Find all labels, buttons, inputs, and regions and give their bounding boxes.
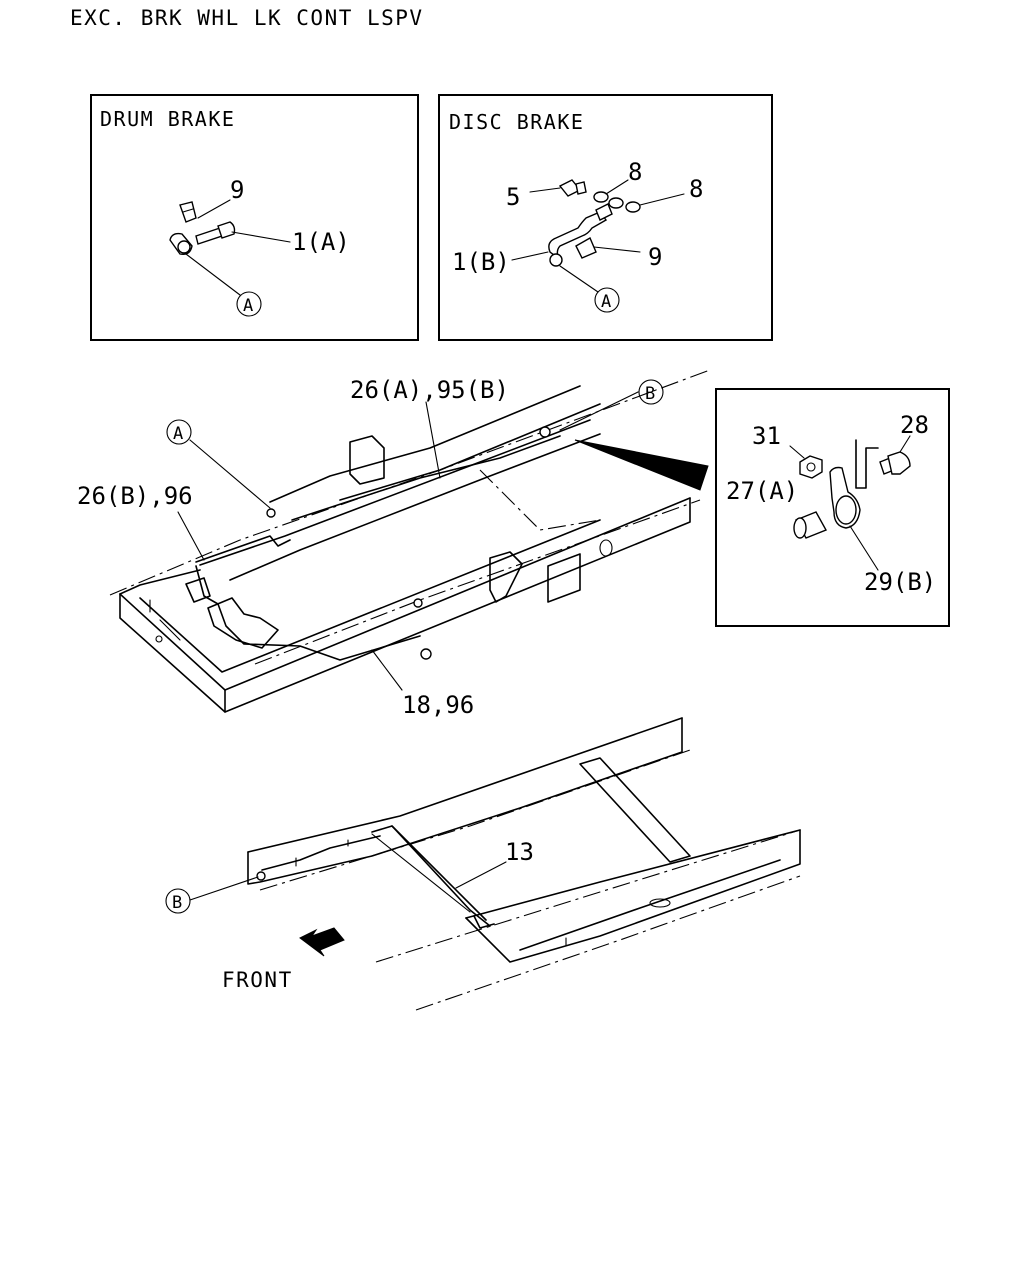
pipe-clip-icon <box>829 466 861 529</box>
callout-a: A <box>243 296 253 316</box>
clip-part-icon <box>575 237 597 259</box>
main-frame-view: 26(A),95(B) B A 26(B),96 18,96 <box>77 369 711 719</box>
front-label: FRONT <box>222 968 293 992</box>
callout-b-main: B <box>645 384 655 404</box>
callout-1b: 1(B) <box>452 248 510 276</box>
clip-detail-inset: 31 28 29(B) 27(A) <box>715 388 950 627</box>
callout-18-96: 18,96 <box>402 691 474 719</box>
callout-9: 9 <box>230 176 244 204</box>
nut-icon <box>799 455 823 479</box>
detail-pointer <box>574 439 709 491</box>
hose-union-icon <box>169 232 193 256</box>
union-bolt-icon <box>195 221 236 245</box>
lower-frame-view: 13 B FRONT <box>165 717 801 1011</box>
brake-pipe-icon <box>548 203 613 267</box>
disc-brake-inset: DISC BRAKE 5 8 8 1(B) 9 <box>438 94 773 341</box>
washer-icon <box>593 191 641 213</box>
bushing-icon <box>793 511 827 539</box>
callout-1a: 1(A) <box>292 228 350 256</box>
callout-8-right: 8 <box>689 175 703 203</box>
callout-9-disc: 9 <box>648 243 662 271</box>
bolt-icon <box>879 451 911 475</box>
callout-a-disc: A <box>601 292 611 312</box>
callout-26b-96: 26(B),96 <box>77 482 193 510</box>
callout-a-main: A <box>173 424 183 444</box>
disc-brake-title: DISC BRAKE <box>449 110 584 134</box>
front-arrow-icon <box>299 927 345 957</box>
callout-13: 13 <box>505 838 534 866</box>
callout-26a-95b: 26(A),95(B) <box>350 376 509 404</box>
callout-8-upper: 8 <box>628 158 642 186</box>
callout-31: 31 <box>752 422 781 450</box>
drum-brake-inset: DRUM BRAKE 9 1(A) A <box>90 94 419 341</box>
bleeder-screw-icon <box>558 179 587 197</box>
callout-28: 28 <box>900 411 929 439</box>
clip-part-icon <box>179 201 197 223</box>
callout-27a: 27(A) <box>726 477 798 505</box>
diagram-title: EXC. BRK WHL LK CONT LSPV <box>70 6 424 30</box>
drum-brake-title: DRUM BRAKE <box>100 107 235 131</box>
callout-b-lower: B <box>172 893 182 913</box>
callout-29b: 29(B) <box>864 568 936 596</box>
callout-5: 5 <box>506 183 520 211</box>
